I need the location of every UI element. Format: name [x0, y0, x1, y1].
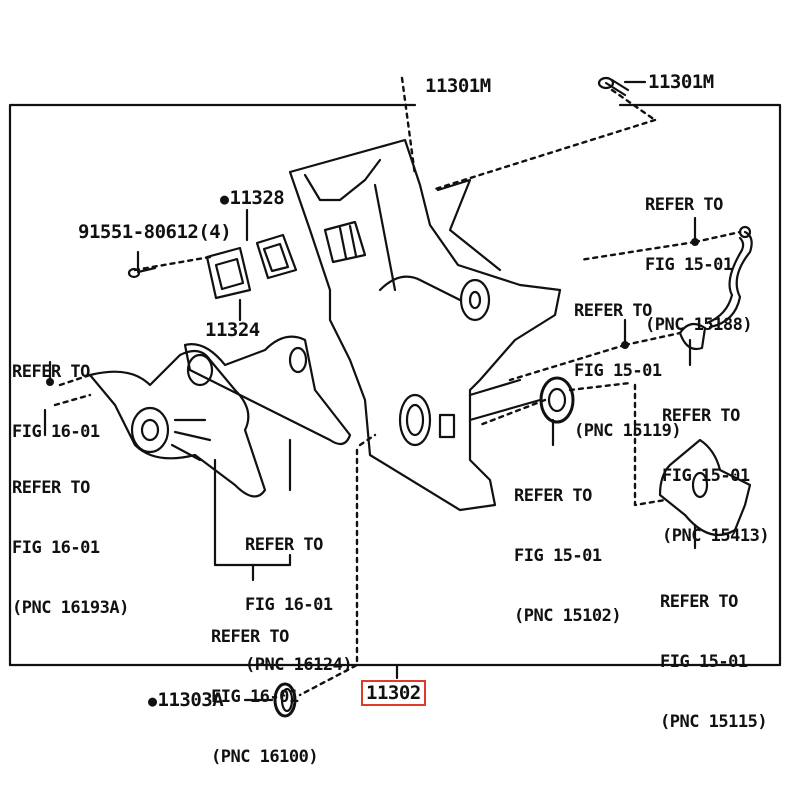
- ref-line: FIG 15-01: [514, 546, 602, 566]
- diagram-frame: [8, 103, 417, 667]
- ref-line: (PNC 15188): [645, 315, 753, 335]
- reference-pnc-15115[interactable]: REFER TO FIG 15-01 (PNC 15115): [660, 552, 768, 752]
- part-label-91551[interactable]: 91551-80612(4): [78, 221, 232, 243]
- ref-line: FIG 15-01: [662, 466, 750, 486]
- gasket-11328-icon: [255, 233, 298, 280]
- water-pump-icon: [88, 349, 267, 498]
- reference-pnc-15119[interactable]: REFER TO FIG 15-01 (PNC 15119): [574, 261, 682, 461]
- reference-fig-16-01[interactable]: REFER TO FIG 16-01: [12, 322, 100, 462]
- ref-line: FIG 16-01: [245, 595, 333, 615]
- ref-line: (PNC 15102): [514, 606, 622, 626]
- ref-line: FIG 15-01: [645, 255, 733, 275]
- reference-pnc-16193a[interactable]: REFER TO FIG 16-01 (PNC 16193A): [12, 438, 129, 638]
- ref-line: REFER TO: [245, 535, 323, 555]
- bolt-91551-icon: [127, 266, 157, 279]
- ref-line: FIG 15-01: [574, 361, 662, 381]
- reference-pnc-16100[interactable]: REFER TO FIG 16-01 (PNC 16100): [211, 587, 319, 787]
- ref-line: FIG 16-01: [211, 687, 299, 707]
- ref-line: REFER TO: [211, 627, 289, 647]
- part-label-11328[interactable]: 11328: [220, 187, 285, 209]
- part-label-11301m-right[interactable]: 11301M: [648, 71, 714, 93]
- ref-line: FIG 15-01: [660, 652, 748, 672]
- part-label-11301m-left[interactable]: 11301M: [425, 75, 491, 97]
- ref-line: REFER TO: [574, 301, 652, 321]
- timing-cover-11302-icon: [288, 138, 562, 512]
- ref-line: (PNC 16100): [211, 747, 319, 767]
- oil-pump-rotor-icon: [539, 376, 575, 424]
- bolt-11301m-icon: [597, 76, 647, 97]
- oil-pipe-icon: [678, 225, 753, 351]
- ref-line: (PNC 16193A): [12, 598, 129, 618]
- water-pump-gasket-icon: [183, 335, 352, 446]
- reference-pnc-15102[interactable]: REFER TO FIG 15-01 (PNC 15102): [514, 446, 622, 646]
- ref-line: REFER TO: [662, 406, 740, 426]
- gasket-11324-icon: [205, 246, 252, 300]
- ref-line: REFER TO: [645, 195, 723, 215]
- ref-line: (PNC 15115): [660, 712, 768, 732]
- ref-line: REFER TO: [12, 362, 90, 382]
- reference-pnc-15413[interactable]: REFER TO FIG 15-01 (PNC 15413): [662, 366, 770, 566]
- ref-line: REFER TO: [12, 478, 90, 498]
- ref-line: REFER TO: [660, 592, 738, 612]
- ref-line: FIG 16-01: [12, 422, 100, 442]
- ref-line: REFER TO: [514, 486, 592, 506]
- part-number: 11328: [229, 187, 285, 209]
- oil-seal-11303a-icon: [273, 682, 297, 718]
- part-label-11302-highlighted[interactable]: 11302: [361, 680, 426, 706]
- ref-line: (PNC 16124): [245, 655, 353, 675]
- oil-pump-body-icon: [658, 438, 752, 537]
- ref-line: FIG 16-01: [12, 538, 100, 558]
- reference-pnc-15188[interactable]: REFER TO FIG 15-01 (PNC 15188): [645, 155, 753, 355]
- diagram-frame-right: [8, 103, 782, 667]
- part-label-11303a[interactable]: 11303A: [148, 689, 224, 711]
- part-label-11324[interactable]: 11324: [205, 319, 260, 341]
- part-number: 11303A: [157, 689, 224, 711]
- ref-line: (PNC 15119): [574, 421, 682, 441]
- ref-line: (PNC 15413): [662, 526, 770, 546]
- reference-pnc-16124[interactable]: REFER TO FIG 16-01 (PNC 16124): [245, 495, 353, 695]
